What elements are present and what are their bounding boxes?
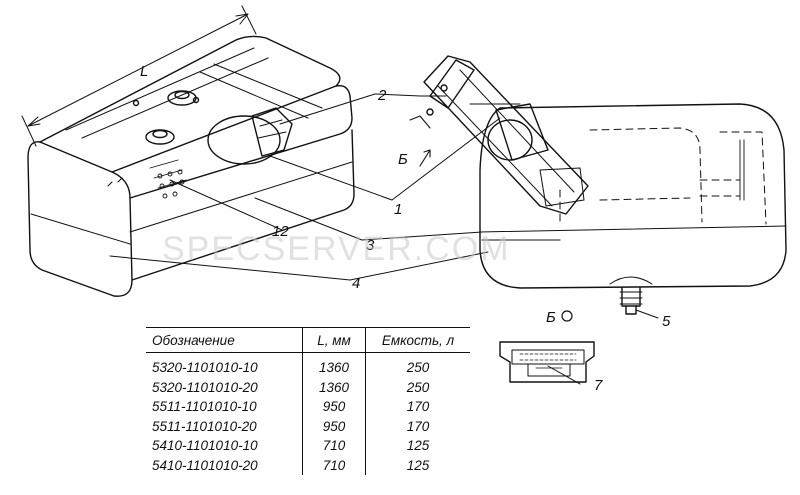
fuel-tank-side (479, 103, 787, 315)
cell-length: 710 (302, 436, 366, 456)
part-label-5: 5 (662, 313, 671, 330)
fuel-level-sender (409, 55, 589, 215)
view-b-arrow-label: Б (398, 151, 408, 168)
header-capacity: Емкость, л (365, 327, 470, 353)
cell-capacity: 250 (365, 352, 470, 378)
cell-length: 950 (302, 416, 366, 436)
view-b-marker (561, 310, 573, 322)
detail-b-view (499, 341, 595, 383)
part-label-2: 2 (377, 87, 387, 104)
cell-length: 710 (302, 455, 366, 475)
part-label-12: 12 (272, 223, 289, 240)
part-label-1: 1 (394, 201, 402, 218)
cell-designation: 5320-1101010-20 (152, 379, 258, 395)
table-row: 5320-1101010-10 1360 250 (146, 352, 470, 378)
table-row: 5320-1101010-20 1360 250 (146, 377, 470, 397)
cell-designation: 5320-1101010-10 (152, 360, 258, 376)
fuel-tank-iso (27, 35, 355, 297)
watermark-text: SPECSERVER.COM (162, 230, 511, 268)
cell-capacity: 250 (365, 377, 470, 397)
header-designation: Обозначение (146, 327, 303, 353)
part-label-4: 4 (352, 275, 360, 292)
table-row: 5410-1101010-20 710 125 (146, 455, 470, 475)
cell-length: 950 (302, 397, 366, 417)
cell-capacity: 170 (365, 397, 470, 417)
table-header-row: Обозначение L, мм Емкость, л (146, 327, 470, 353)
view-b-arrow (419, 149, 431, 167)
cell-capacity: 125 (365, 455, 470, 475)
cell-length: 1360 (302, 352, 366, 378)
header-length: L, мм (302, 327, 366, 353)
cell-designation: 5410-1101010-10 (152, 438, 258, 454)
leader-lines (109, 93, 659, 385)
part-label-3: 3 (366, 237, 375, 254)
view-b-title: Б (546, 309, 556, 326)
dimension-l-label: L (140, 63, 148, 80)
cell-capacity: 170 (365, 416, 470, 436)
specification-table: Обозначение L, мм Емкость, л 5320-110101… (146, 327, 470, 475)
cell-designation: 5511-1101010-10 (152, 399, 257, 415)
cell-designation: 5511-1101010-20 (152, 418, 257, 434)
dimension-l-arrow (21, 5, 257, 147)
table-row: 5511-1101010-20 950 170 (146, 416, 470, 436)
cell-designation: 5410-1101010-20 (152, 457, 258, 473)
cell-length: 1360 (302, 377, 366, 397)
table-row: 5410-1101010-10 710 125 (146, 436, 470, 456)
table-row: 5511-1101010-10 950 170 (146, 397, 470, 417)
cell-capacity: 125 (365, 436, 470, 456)
part-label-7: 7 (594, 377, 603, 394)
